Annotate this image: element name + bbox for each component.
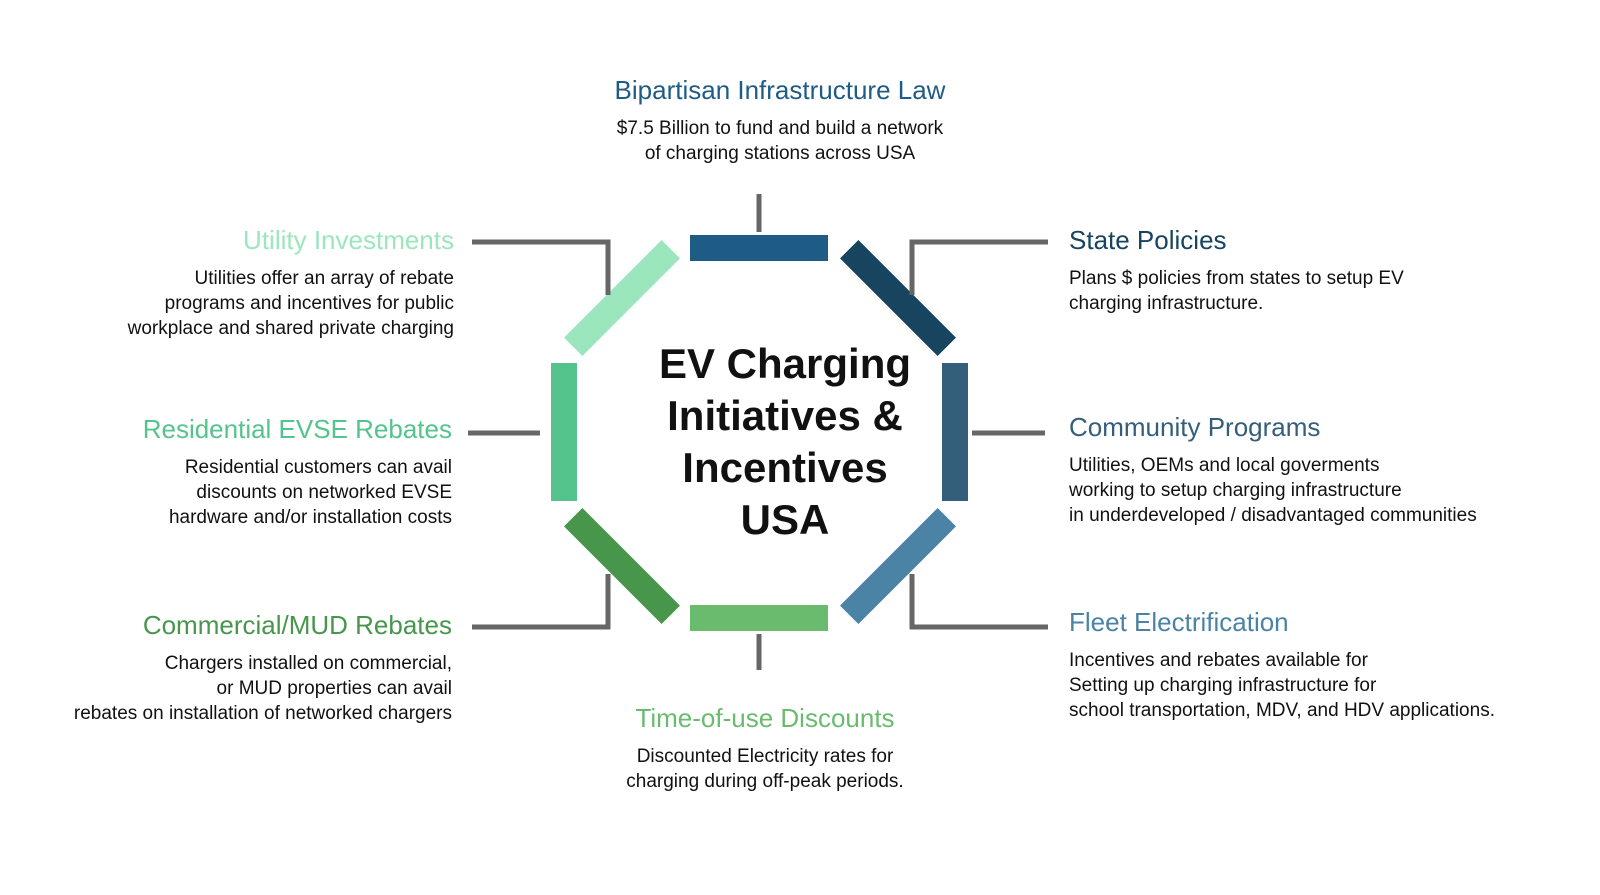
block-title: Utility Investments [243, 225, 454, 255]
block-title: Community Programs [1069, 412, 1321, 442]
block-title: Time-of-use Discounts [635, 703, 895, 733]
desc-line: Incentives and rebates available for [1069, 650, 1368, 671]
segment-tou [690, 605, 828, 631]
desc-line: charging during off-peak periods. [626, 771, 904, 792]
desc-line: or MUD properties can avail [216, 678, 452, 699]
block-title: Bipartisan Infrastructure Law [614, 75, 946, 105]
connector-fleet [909, 574, 1048, 630]
block-community: Community Programs Utilities, OEMs and l… [1069, 411, 1569, 528]
block-title: Fleet Electrification [1069, 607, 1289, 637]
segment-commercial [564, 508, 680, 624]
desc-line: Residential customers can avail [184, 457, 452, 478]
desc-line: hardware and/or installation costs [168, 507, 452, 528]
block-residential: Residential EVSE Rebates Residential cus… [40, 413, 452, 530]
title-line: Initiatives & [667, 392, 903, 439]
connector-commercial [472, 574, 611, 630]
title-line: EV Charging [658, 340, 912, 387]
desc-line: workplace and shared private charging [127, 318, 454, 339]
block-title: State Policies [1069, 225, 1227, 255]
block-description: Utilities offer an array of rebate progr… [40, 266, 454, 341]
block-utility: Utility Investments Utilities offer an a… [40, 224, 454, 341]
block-description: $7.5 Billion to fund and build a network… [570, 116, 990, 166]
desc-line: discounts on networked EVSE [196, 482, 452, 503]
block-bipartisan: Bipartisan Infrastructure Law $7.5 Billi… [570, 74, 990, 166]
desc-line: in underdeveloped / disadvantaged commun… [1069, 505, 1477, 526]
title-line: Incentives [682, 444, 888, 491]
desc-line: $7.5 Billion to fund and build a network [616, 118, 944, 139]
desc-line: Utilities offer an array of rebate [194, 268, 454, 289]
block-title: Commercial/MUD Rebates [142, 610, 452, 640]
block-title: Residential EVSE Rebates [142, 414, 452, 444]
desc-line: of charging stations across USA [644, 143, 916, 164]
title-line: USA [740, 496, 830, 543]
block-description: Utilities, OEMs and local goverments wor… [1069, 453, 1569, 528]
block-description: Plans $ policies from states to setup EV… [1069, 266, 1509, 316]
block-description: Discounted Electricity rates for chargin… [565, 744, 965, 794]
desc-line: school transportation, MDV, and HDV appl… [1069, 700, 1495, 721]
desc-line: Chargers installed on commercial, [164, 653, 452, 674]
desc-line: Plans $ policies from states to setup EV [1069, 268, 1404, 289]
desc-line: programs and incentives for public [164, 293, 454, 314]
segment-residential [551, 363, 577, 501]
block-description: Residential customers can avail discount… [40, 455, 452, 530]
segment-bipartisan [690, 235, 828, 261]
block-state: State Policies Plans $ policies from sta… [1069, 224, 1509, 316]
connector-state [909, 239, 1048, 295]
segment-state [840, 240, 956, 356]
desc-line: Discounted Electricity rates for [636, 746, 894, 767]
block-description: Incentives and rebates available for Set… [1069, 648, 1589, 723]
desc-line: Utilities, OEMs and local goverments [1069, 455, 1380, 476]
block-fleet: Fleet Electrification Incentives and reb… [1069, 606, 1589, 723]
segment-fleet [840, 508, 956, 624]
desc-line: charging infrastructure. [1069, 293, 1264, 314]
block-tou: Time-of-use Discounts Discounted Electri… [565, 702, 965, 794]
segment-utility [564, 240, 680, 356]
block-commercial: Commercial/MUD Rebates Chargers installe… [20, 609, 452, 726]
desc-line: Setting up charging infrastructure for [1069, 675, 1377, 696]
connector-utility [472, 239, 611, 295]
desc-line: rebates on installation of networked cha… [73, 703, 452, 724]
diagram-title: EV Charging Initiatives & Incentives USA [610, 338, 960, 546]
desc-line: working to setup charging infrastructure [1069, 480, 1402, 501]
block-description: Chargers installed on commercial, or MUD… [20, 651, 452, 726]
segment-community [942, 363, 968, 501]
